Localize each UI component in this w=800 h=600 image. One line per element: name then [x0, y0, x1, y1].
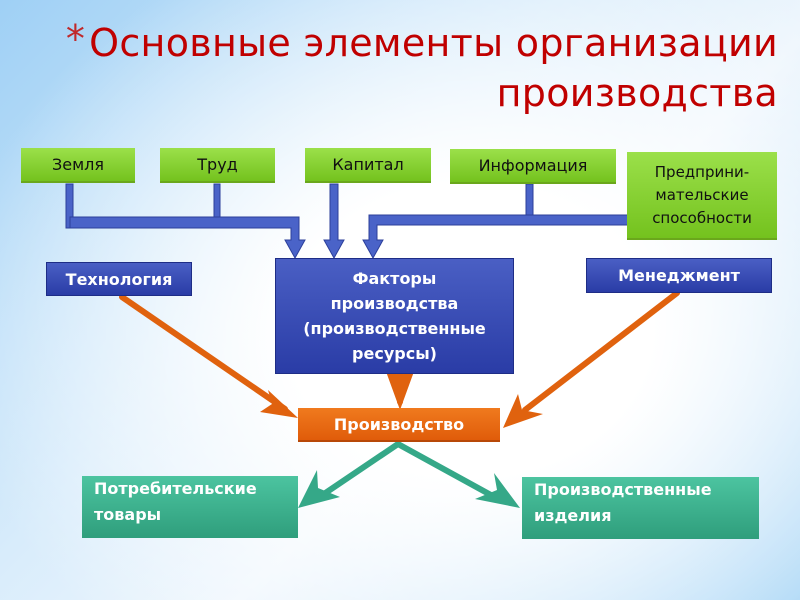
arrow-technology-head [260, 390, 298, 418]
factors-line: Факторы [352, 269, 437, 288]
resource-label-line: способности [652, 208, 752, 227]
resource-label-line: мательские [655, 185, 749, 204]
factors-line: производства [330, 294, 459, 313]
production-box: Производство [298, 408, 500, 442]
factors-box: Факторы производства (производственные р… [275, 258, 514, 374]
resource-box-entrepreneurship: Предприни- мательские способности [627, 152, 777, 240]
output-line: Производственные [534, 480, 712, 499]
factors-line: (производственные [303, 319, 486, 338]
output-line: изделия [534, 506, 612, 525]
resource-box-trud: Труд [160, 148, 275, 183]
arrow-management-line [522, 290, 680, 413]
producer-goods-box: Производственные изделия [522, 477, 759, 539]
connector-left-bus-arrow [69, 216, 306, 260]
title-line-1: Основные элементы организации [89, 21, 778, 65]
resource-label: Капитал [332, 155, 404, 174]
title-line-2: производства [496, 71, 778, 115]
arrow-consumer-line [312, 441, 401, 503]
output-line: товары [94, 505, 162, 524]
connector-kapital-arrow [323, 183, 345, 260]
arrow-producer-head [475, 473, 520, 508]
management-box: Менеджмент [586, 258, 772, 293]
arrow-management-head [503, 394, 543, 428]
resource-label-line: Предприни- [654, 162, 750, 181]
arrow-factors-head [384, 366, 416, 410]
title-bullet: * [65, 17, 86, 61]
technology-box: Технология [46, 262, 192, 296]
slide-title: *Основные элементы организации производс… [65, 17, 778, 118]
production-label: Производство [333, 414, 465, 434]
resource-box-informatsiya: Информация [450, 149, 616, 184]
management-label: Менеджмент [618, 266, 740, 285]
arrow-technology-line [119, 294, 288, 412]
technology-label: Технология [65, 269, 173, 289]
resource-box-kapital: Капитал [305, 148, 431, 183]
consumer-goods-box: Потребительские товары [82, 476, 298, 538]
connector-trud-down [213, 183, 221, 221]
resource-label: Информация [478, 156, 588, 175]
resource-label: Труд [197, 155, 238, 174]
arrow-consumer-head [298, 470, 340, 508]
factors-line: ресурсы) [352, 344, 437, 363]
resource-label: Земля [51, 155, 105, 174]
output-line: Потребительские [94, 479, 257, 498]
connector-right-bus-arrow [362, 214, 631, 260]
arrow-producer-line [395, 441, 503, 503]
resource-box-zemlya: Земля [21, 148, 135, 183]
